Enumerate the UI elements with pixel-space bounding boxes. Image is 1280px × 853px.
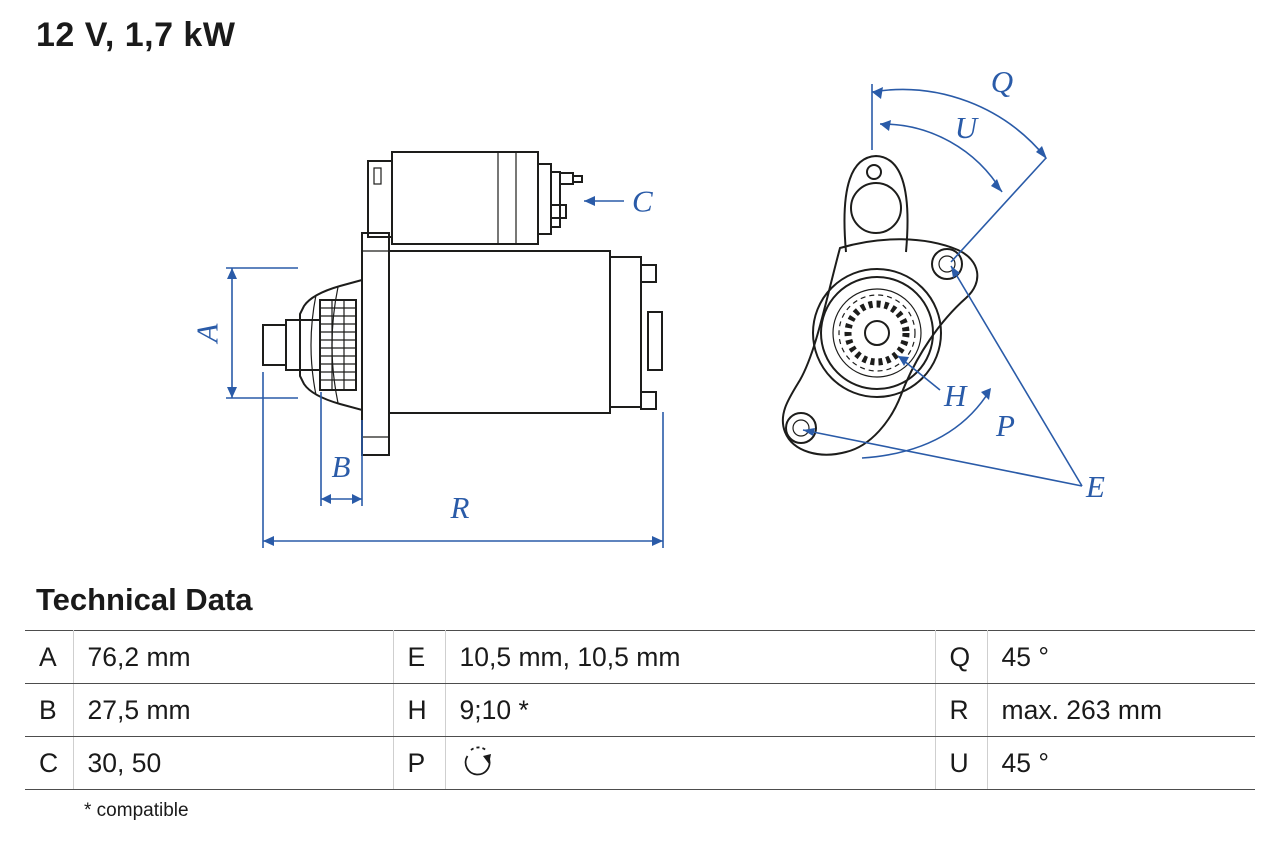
- product-spec-title: 12 V, 1,7 kW: [36, 16, 236, 54]
- dim-label-b: B: [332, 449, 351, 484]
- table-row: A 76,2 mm E 10,5 mm, 10,5 mm Q 45 °: [25, 630, 1255, 684]
- dim-label-e: E: [1085, 469, 1105, 504]
- spec-key: E: [392, 630, 446, 684]
- spec-value: 9;10 *: [444, 683, 936, 737]
- spec-key: R: [934, 683, 988, 737]
- dim-label-a: A: [190, 322, 225, 344]
- footnote-compatible: * compatible: [84, 800, 189, 821]
- spec-key: A: [25, 630, 74, 684]
- spec-key: C: [25, 736, 74, 790]
- dimension-e: E: [802, 157, 1105, 504]
- dimension-b: B: [320, 392, 363, 506]
- technical-drawing: A B C R: [190, 64, 1105, 548]
- spec-key: Q: [934, 630, 988, 684]
- table-row: C 30, 50 P U 45 °: [25, 736, 1255, 790]
- spec-value: 10,5 mm, 10,5 mm: [444, 630, 936, 684]
- dim-label-p: P: [995, 408, 1015, 443]
- front-view: [781, 154, 979, 456]
- dim-label-h: H: [943, 378, 968, 413]
- technical-data-table: A 76,2 mm E 10,5 mm, 10,5 mm Q 45 ° B 27…: [25, 630, 1255, 790]
- table-row: B 27,5 mm H 9;10 * R max. 263 mm: [25, 683, 1255, 737]
- dim-label-u: U: [955, 110, 980, 145]
- dimension-q: Q: [871, 64, 1047, 159]
- technical-data-heading: Technical Data: [36, 582, 253, 617]
- spec-value: 45 °: [986, 630, 1255, 684]
- spec-key: H: [392, 683, 446, 737]
- dimension-c: C: [584, 184, 653, 219]
- spec-value: 30, 50: [72, 736, 394, 790]
- dimension-a: A: [190, 267, 298, 399]
- spec-value: 45 °: [986, 736, 1255, 790]
- dim-label-q: Q: [991, 64, 1013, 99]
- dimension-p: P: [861, 388, 1015, 459]
- spec-value: 27,5 mm: [72, 683, 394, 737]
- dim-label-c: C: [632, 184, 653, 219]
- rotation-direction-icon: [464, 746, 491, 775]
- side-view: [262, 151, 663, 456]
- dimension-u: U: [879, 110, 1003, 193]
- dim-label-r: R: [450, 490, 470, 525]
- dimension-h: H: [897, 355, 968, 413]
- spec-key: B: [25, 683, 74, 737]
- spec-key: P: [392, 736, 446, 790]
- spec-key: U: [934, 736, 988, 790]
- dimension-r: R: [262, 372, 664, 548]
- spec-value: 76,2 mm: [72, 630, 394, 684]
- spec-value: [444, 736, 936, 790]
- spec-value: max. 263 mm: [986, 683, 1255, 737]
